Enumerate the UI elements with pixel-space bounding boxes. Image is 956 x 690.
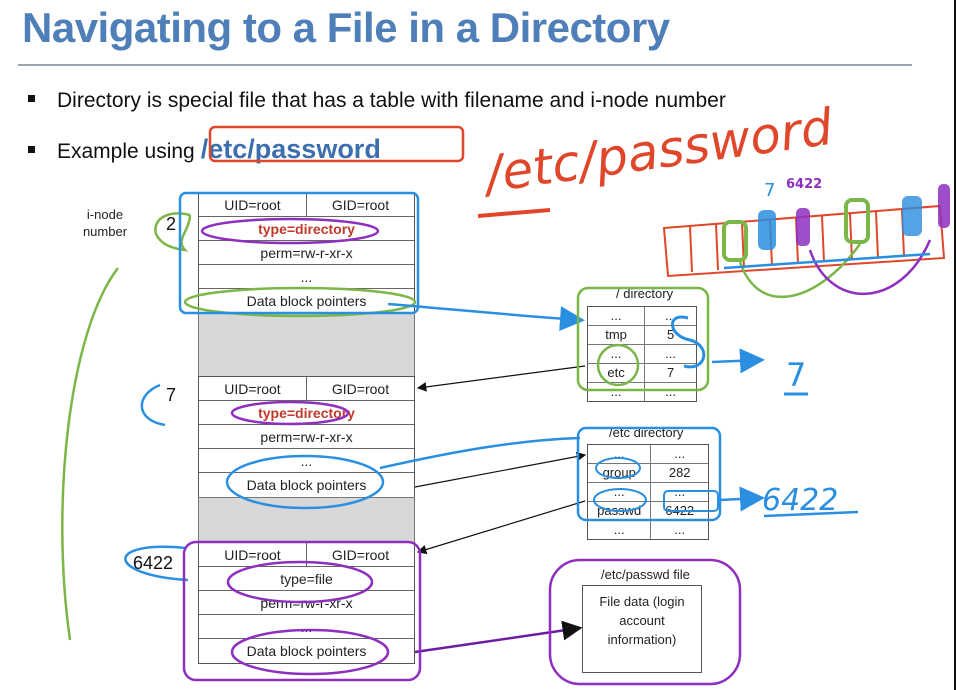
unused-inode-area [198,497,415,543]
dir-inode-cell: ... [674,522,686,537]
arrow-passwd-to-inode6422 [416,500,586,555]
dir-name-cell: ... [588,307,646,325]
handwritten-6422-small: 6422 [786,177,822,192]
uid-cell: UID=root [199,543,307,566]
dir-row: ...... [588,345,696,364]
gid-cell: GID=root [331,196,390,213]
inode7-blue-circle [140,383,166,427]
inode-pointers-row: Data block pointers [246,643,367,659]
dir-row: ...... [588,521,708,539]
arrow-etc-to-inode7 [416,365,586,392]
title-divider [18,64,912,66]
dir-row: ...... [588,483,708,502]
bullet-1-text: Directory is special file that has a tab… [57,89,726,112]
gid-cell: GID=root [331,380,390,397]
dir-row: passwd 6422 [588,502,708,521]
handwritten-result-7: 7 [786,356,806,394]
file-data-line: account [619,613,665,628]
inode-perm-row: perm=rw-r-xr-x [199,425,414,449]
handwritten-result-6422: 6422 [762,483,838,518]
dir-name-cell: ... [588,445,652,463]
root-directory-table: ...... tmp 5 ...... etc 7 ...... [587,306,697,402]
dir-name-cell: ... [588,383,646,401]
bullet-1: Directory is special file that has a tab… [28,89,726,113]
dir-row: group 282 [588,464,708,483]
dir-name-cell: etc [588,364,646,382]
dir-row: etc 7 [588,364,696,383]
dir-name-cell: group [588,464,652,482]
dir-row: ...... [588,383,696,401]
bullet-2: Example using/etc/password [28,134,381,165]
inode-label-line-2: number [82,224,128,239]
inode-perm-row: perm=rw-r-xr-x [199,241,414,265]
blue-arrow-to-root [387,302,585,332]
inode-number-label: i-node number [78,206,132,240]
inode-dots-row: ... [199,615,414,639]
dir-row: ...... [588,307,696,326]
result-6422-underline [763,510,859,518]
red-underline-dash [477,208,551,218]
root-directory-caption: / directory [616,286,674,301]
inode-block-6422: UID=root GID=root type=file perm=rw-r-xr-… [198,542,415,664]
dir-inode-cell: 282 [668,465,691,480]
dir-name-cell: ... [588,521,652,539]
example-path: /etc/password [200,134,381,164]
bullet-2-text: Example using [57,140,195,163]
dir-name-cell: tmp [588,326,646,344]
gid-cell: GID=root [331,546,390,563]
inode-block-7: UID=root GID=root type=directory perm=rw-… [198,376,415,498]
uid-cell: UID=root [199,193,307,216]
passwd-file-caption: /etc/passwd file [601,567,690,582]
arrow-pointers-to-file [414,620,583,654]
inode-perm-row: perm=rw-r-xr-x [199,591,414,615]
inode-type-row: type=file [199,567,414,591]
inode-owner-row: UID=root GID=root [199,193,414,217]
dir-name-cell: ... [588,345,646,363]
inode-owner-row: UID=root GID=root [199,377,414,401]
dir-name-cell: passwd [588,502,652,520]
file-data-line: information) [607,632,677,647]
bullet-square-icon [28,94,35,102]
blue-arrow-to-7 [711,348,765,374]
dir-inode-cell: ... [665,384,676,399]
dir-inode-cell: 5 [666,327,675,342]
dir-inode-cell: ... [665,346,676,361]
uid-cell: UID=root [199,377,307,400]
dir-inode-cell: ... [665,308,676,323]
inode-number-2: 2 [166,214,177,234]
dir-inode-cell: 6422 [665,503,695,518]
blue-arrow-to-6422 [719,486,765,512]
dir-row: tmp 5 [588,326,696,345]
inode-dots-row: ... [199,265,414,289]
bullet-square-icon [28,145,35,153]
inode-label-line-1: i-node [86,207,124,222]
inode-pointers-row: Data block pointers [246,293,367,309]
disk-block-sketch [662,184,950,299]
unused-inode-area [198,313,415,377]
dir-name-cell: ... [588,483,652,501]
etc-directory-caption: /etc directory [609,425,684,440]
inode-block-2: UID=root GID=root type=directory perm=rw-… [198,192,415,314]
arrow-pointers-to-etc-dir [414,451,587,488]
dir-inode-cell: ... [674,484,686,499]
inode-number-6422: 6422 [133,553,174,573]
green-return-arrow [61,267,119,641]
passwd-file-box: File data (login account information) [582,585,702,673]
dir-inode-cell: 7 [666,365,675,380]
dir-row: ...... [588,445,708,464]
etc-directory-table: ...... group 282 ...... passwd 6422 ...... [587,444,709,540]
inode-number-7: 7 [166,385,177,405]
slide-title: Navigating to a File in a Directory [22,4,670,51]
inode-dots-row: ... [199,449,414,473]
file-data-line: File data (login [599,594,685,609]
handwritten-7-small: 7 [764,180,775,201]
handwritten-path: /etc/password [478,98,837,205]
dir-inode-cell: ... [674,446,686,461]
inode-type-row: type=directory [199,401,414,425]
inode-owner-row: UID=root GID=root [199,543,414,567]
inode-type-row: type=directory [199,217,414,241]
inode-pointers-row: Data block pointers [246,477,367,493]
